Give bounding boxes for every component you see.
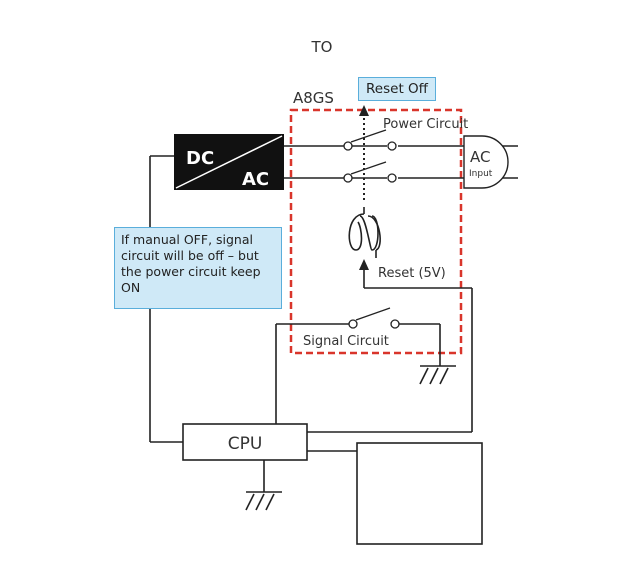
manual-off-note: If manual OFF, signal circuit will be of… [114, 227, 282, 309]
device-label: A8GS [293, 89, 334, 107]
dc-ac-converter: DC AC [174, 134, 284, 190]
ground-symbol-signal [419, 365, 456, 385]
reset-off-label: Reset Off [358, 77, 436, 101]
converter-ac-label: AC [242, 169, 269, 190]
power-switch-contacts [343, 129, 397, 183]
actuator-arrow [359, 105, 369, 116]
ground-symbol-cpu [245, 460, 282, 511]
relay-enclosure [289, 108, 463, 355]
reset-feed-wires [307, 288, 473, 433]
cpu-label: CPU [228, 434, 263, 454]
cpu-box [182, 423, 308, 461]
ac-input-sublabel: Input [469, 169, 493, 179]
signal-switch-contacts [348, 307, 400, 329]
reset-label: Reset (5V) [378, 266, 446, 281]
converter-dc-label: DC [186, 148, 214, 169]
output-device-box [356, 442, 483, 545]
reset-arrow [359, 259, 369, 270]
power-circuit-label: Power Circuit [383, 117, 468, 132]
diagram-title: TO [311, 38, 333, 56]
signal-circuit-label: Signal Circuit [303, 334, 389, 349]
ac-input: AC Input [463, 135, 509, 189]
signal-circuit [275, 323, 441, 428]
ac-input-label: AC [470, 148, 490, 166]
relay-coil [348, 207, 381, 258]
